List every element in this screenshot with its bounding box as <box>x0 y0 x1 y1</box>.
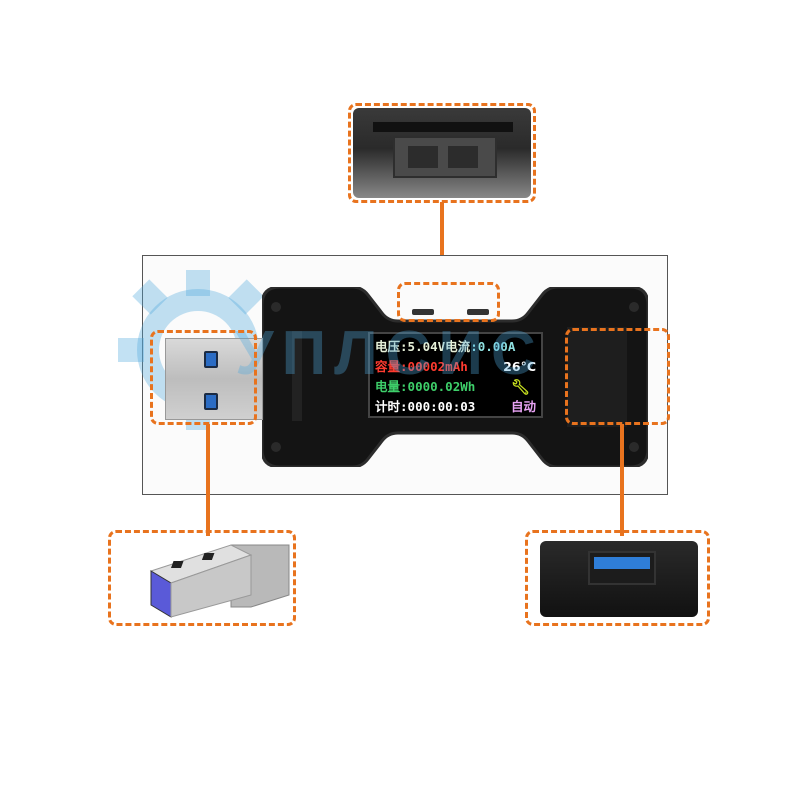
usb-port-icon <box>588 551 656 585</box>
usb-male-photo <box>149 544 290 618</box>
timer-label: 计时 <box>375 399 401 414</box>
energy-row: 电量:0000.02Wh 🔧︎ <box>375 377 536 397</box>
energy-label: 电量 <box>375 379 401 394</box>
usb-male-plug <box>165 338 263 420</box>
timer-value: :000:00:03 <box>400 399 476 414</box>
top-buttons-photo <box>353 108 531 198</box>
current-label: 电流 <box>445 339 471 354</box>
voltage-label: 电压 <box>375 339 401 354</box>
lcd-screen: 电压:5.04V电流:0.00A 容量:00002mAh 26°C 电量:000… <box>368 332 543 418</box>
usb-male-callout-frame <box>108 530 296 626</box>
voltage-value: :5.04V <box>400 339 446 354</box>
wrench-icon: 🔧︎ <box>510 378 530 396</box>
capacity-value: :00002mAh <box>400 359 468 374</box>
left-callout-connector <box>206 424 210 536</box>
voltage-current-row: 电压:5.04V电流:0.00A <box>375 337 536 357</box>
right-callout-connector <box>620 424 624 536</box>
mode-value: 自动 <box>510 399 536 414</box>
energy-value: :0000.02Wh <box>400 379 476 394</box>
temperature-value: 26°C <box>503 359 536 374</box>
top-callout-connector <box>440 202 444 282</box>
capacity-label: 容量 <box>375 359 401 374</box>
capacity-row: 容量:00002mAh 26°C <box>375 357 536 377</box>
current-value: :0.00A <box>470 339 516 354</box>
timer-row: 计时:000:00:03 自动 <box>375 397 536 417</box>
buttons-highlight <box>397 282 500 322</box>
usb-female-callout-frame <box>525 530 710 626</box>
top-buttons-callout-frame <box>348 103 536 203</box>
usb-female-photo <box>540 541 698 617</box>
usb-male-highlight <box>150 330 257 425</box>
watermark-text: УПЛСИС <box>235 319 544 388</box>
usb-female-highlight <box>565 328 670 425</box>
